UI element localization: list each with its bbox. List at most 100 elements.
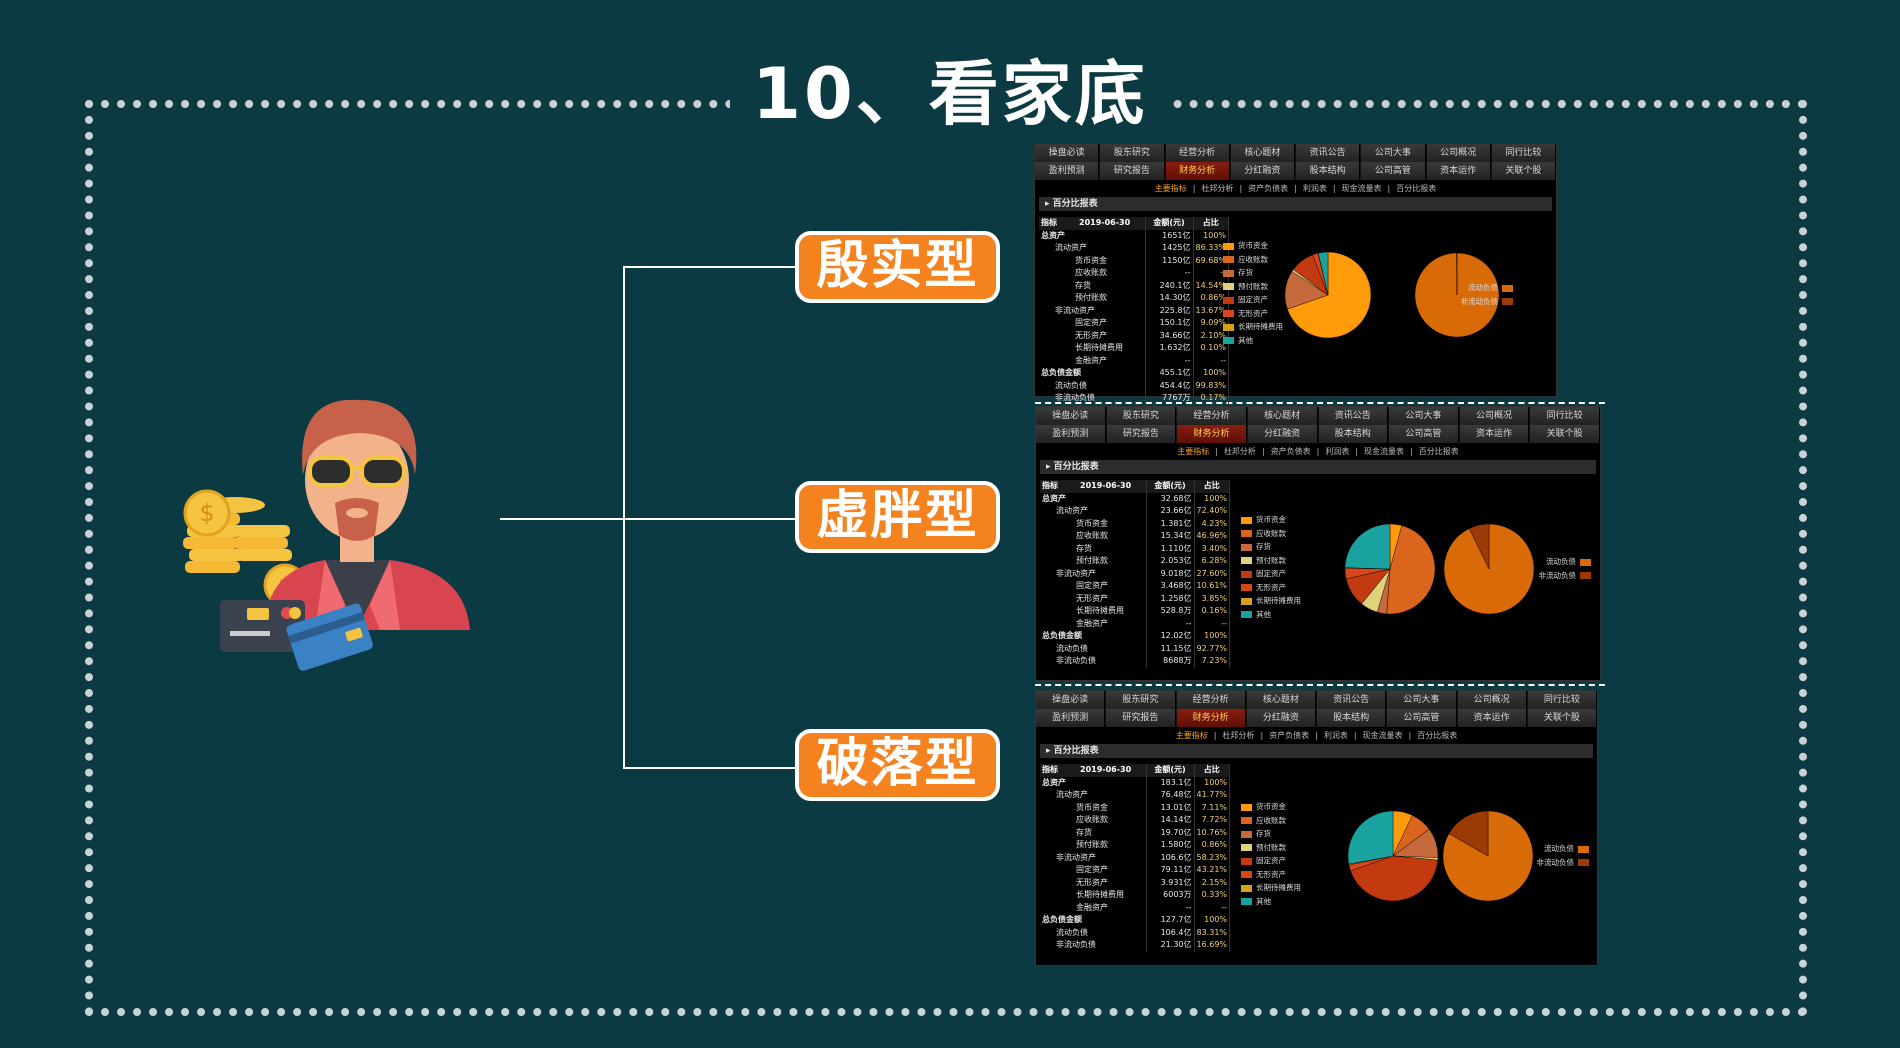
nav-tab[interactable]: 股本结构 xyxy=(1317,709,1387,727)
row-label: 应收账款 xyxy=(1039,267,1146,280)
row-pct: 100% xyxy=(1194,630,1231,643)
nav-tab[interactable]: 盈利预测 xyxy=(1036,425,1106,443)
legend-label: 长期待摊费用 xyxy=(1256,883,1301,892)
legend-label: 固定资产 xyxy=(1238,295,1268,304)
nav-tab[interactable]: 股本结构 xyxy=(1318,425,1389,443)
nav-tab[interactable]: 公司高管 xyxy=(1361,162,1426,180)
nav-tab[interactable]: 股东研究 xyxy=(1100,144,1165,162)
nav-tab[interactable]: 财务分析 xyxy=(1177,425,1247,443)
nav-tab[interactable]: 公司高管 xyxy=(1389,425,1459,443)
sub-link[interactable]: 利润表 xyxy=(1325,447,1350,456)
nav-tab[interactable]: 分红融资 xyxy=(1246,709,1316,727)
nav-tab[interactable]: 核心题材 xyxy=(1246,691,1316,709)
nav-tab[interactable]: 资本运作 xyxy=(1426,162,1491,180)
row-label: 流动资产 xyxy=(1040,789,1147,802)
nav-tab[interactable]: 经营分析 xyxy=(1177,407,1247,425)
nav-tab[interactable]: 研究报告 xyxy=(1106,425,1177,443)
nav-tab[interactable]: 经营分析 xyxy=(1176,691,1246,709)
nav-tab[interactable]: 股东研究 xyxy=(1106,691,1176,709)
nav-tab[interactable]: 关联个股 xyxy=(1491,162,1556,180)
separator: | xyxy=(1294,184,1297,193)
row-pct: 43.21% xyxy=(1194,864,1231,877)
nav-tab[interactable]: 同行比较 xyxy=(1527,691,1597,709)
row-label: 金融资产 xyxy=(1040,901,1147,914)
connector-stem xyxy=(500,518,625,520)
sub-link[interactable]: 利润表 xyxy=(1323,731,1348,740)
liability-legend: 流动负债非流动负债 xyxy=(1519,842,1589,869)
nav-tab[interactable]: 资讯公告 xyxy=(1296,144,1361,162)
nav-tab[interactable]: 资讯公告 xyxy=(1318,407,1389,425)
nav-tab[interactable]: 公司概况 xyxy=(1459,407,1530,425)
sub-link[interactable]: 百分比报表 xyxy=(1418,447,1459,456)
nav-tab[interactable]: 操盘必读 xyxy=(1036,691,1106,709)
row-pct: 100% xyxy=(1193,367,1230,380)
sub-link[interactable]: 主要指标 xyxy=(1154,184,1187,193)
nav-tab[interactable]: 研究报告 xyxy=(1106,709,1176,727)
nav-tab[interactable]: 资本运作 xyxy=(1459,425,1530,443)
nav-tab[interactable]: 分红融资 xyxy=(1230,162,1295,180)
nav-tab[interactable]: 公司大事 xyxy=(1389,407,1459,425)
sub-link[interactable]: 现金流量表 xyxy=(1362,731,1403,740)
connector-top xyxy=(623,266,798,268)
nav-tab[interactable]: 核心题材 xyxy=(1230,144,1295,162)
legend-label: 无形资产 xyxy=(1256,582,1286,592)
nav-tab[interactable]: 同行比较 xyxy=(1491,144,1556,162)
nav-tab[interactable]: 股东研究 xyxy=(1106,407,1177,425)
nav-tab[interactable]: 经营分析 xyxy=(1165,144,1230,162)
sub-link[interactable]: 杜邦分析 xyxy=(1222,731,1255,740)
nav-tab[interactable]: 盈利预测 xyxy=(1036,709,1106,727)
sub-link[interactable]: 主要指标 xyxy=(1177,447,1210,456)
nav-tab[interactable]: 同行比较 xyxy=(1530,407,1600,425)
nav-tab[interactable]: 分红融资 xyxy=(1247,425,1318,443)
sub-link[interactable]: 百分比报表 xyxy=(1417,731,1458,740)
panel-divider xyxy=(1035,402,1605,404)
sub-link[interactable]: 资产负债表 xyxy=(1269,731,1310,740)
separator: | xyxy=(1353,731,1357,740)
nav-tab[interactable]: 操盘必读 xyxy=(1036,407,1106,425)
sub-link[interactable]: 杜邦分析 xyxy=(1201,184,1234,193)
sub-link[interactable]: 百分比报表 xyxy=(1396,184,1437,193)
legend-label: 存货 xyxy=(1256,542,1271,551)
nav-tab[interactable]: 盈利预测 xyxy=(1035,162,1100,180)
row-amount: 9.018亿 xyxy=(1146,567,1195,580)
legend-swatch xyxy=(1241,611,1252,618)
nav-tab[interactable]: 研究报告 xyxy=(1100,162,1165,180)
nav-tab[interactable]: 财务分析 xyxy=(1165,162,1230,180)
row-amount: 225.8亿 xyxy=(1145,304,1194,317)
nav-tab[interactable]: 核心题材 xyxy=(1247,407,1318,425)
row-pct: 10.76% xyxy=(1194,826,1231,839)
nav-tabs: 操盘必读股东研究经营分析核心题材资讯公告公司大事公司概况同行比较 xyxy=(1035,144,1556,162)
row-label: 预付账款 xyxy=(1039,292,1146,305)
nav-tab[interactable]: 资讯公告 xyxy=(1317,691,1387,709)
nav-tab[interactable]: 股本结构 xyxy=(1296,162,1361,180)
credit-card-icon xyxy=(220,600,373,671)
nav-tab[interactable]: 关联个股 xyxy=(1530,425,1600,443)
nav-tab[interactable]: 关联个股 xyxy=(1527,709,1597,727)
nav-tab[interactable]: 公司大事 xyxy=(1361,144,1426,162)
nav-tab[interactable]: 公司高管 xyxy=(1387,709,1457,727)
row-amount: 1425亿 xyxy=(1145,242,1194,255)
row-label: 货币资金 xyxy=(1039,254,1146,267)
sub-link[interactable]: 资产负债表 xyxy=(1248,184,1289,193)
row-label: 货币资金 xyxy=(1040,801,1147,814)
nav-tab[interactable]: 操盘必读 xyxy=(1035,144,1100,162)
nav-tab[interactable]: 资本运作 xyxy=(1457,709,1527,727)
sub-link[interactable]: 利润表 xyxy=(1302,184,1327,193)
nav-tab[interactable]: 公司大事 xyxy=(1387,691,1457,709)
sub-link[interactable]: 主要指标 xyxy=(1175,731,1208,740)
nav-tab[interactable]: 财务分析 xyxy=(1176,709,1246,727)
sub-link[interactable]: 资产负债表 xyxy=(1270,447,1311,456)
sub-link[interactable]: 现金流量表 xyxy=(1364,447,1405,456)
sub-link[interactable]: 现金流量表 xyxy=(1341,184,1382,193)
row-label: 固定资产 xyxy=(1039,317,1146,330)
liability-pie-slice xyxy=(1448,810,1489,857)
row-amount: 150.1亿 xyxy=(1145,317,1194,330)
sub-link[interactable]: 杜邦分析 xyxy=(1223,447,1256,456)
nav-tab[interactable]: 公司概况 xyxy=(1457,691,1527,709)
nav-tab[interactable]: 公司概况 xyxy=(1426,144,1491,162)
